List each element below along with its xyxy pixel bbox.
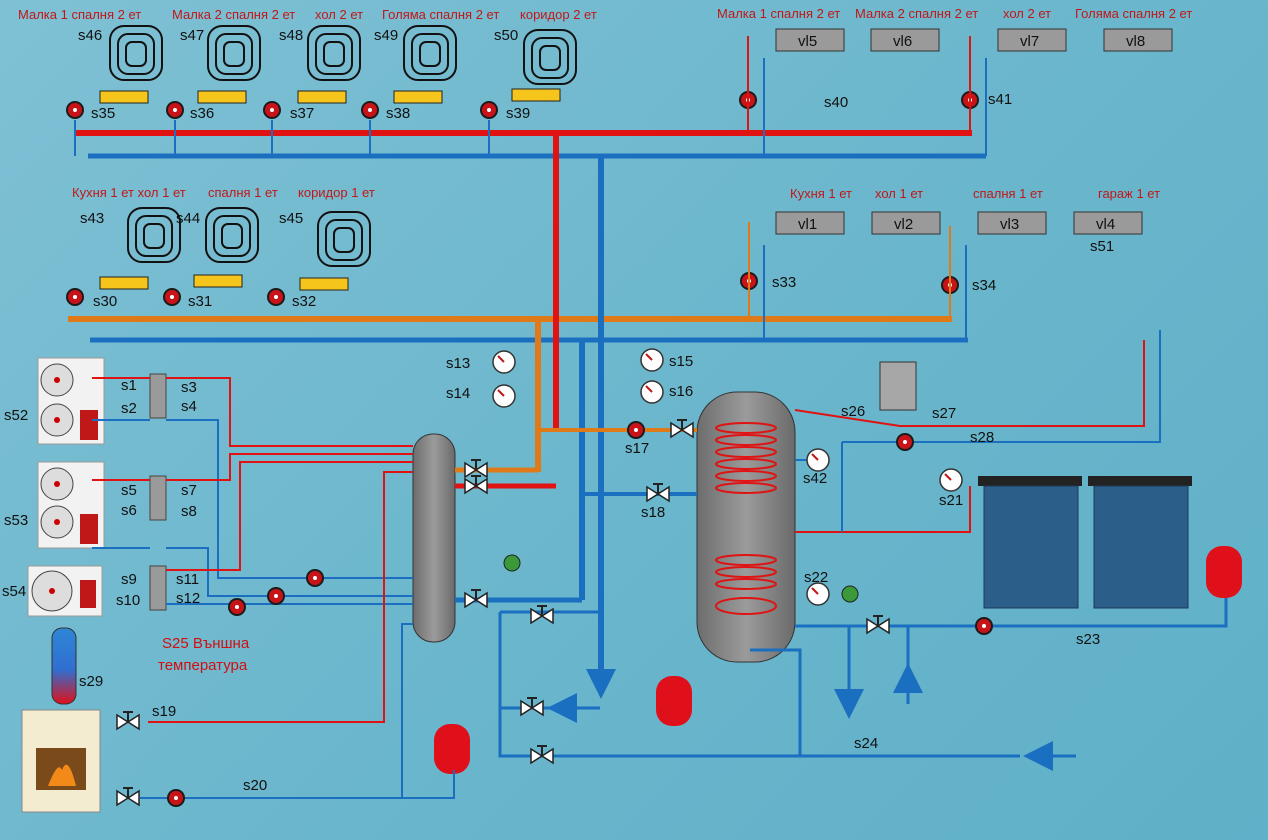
- sensor-label: s53: [4, 512, 28, 529]
- sensor-label: s43: [80, 210, 104, 227]
- sensor-label: s21: [939, 492, 963, 509]
- fancoil-label: vl6: [893, 33, 912, 50]
- sensor-label: s1: [121, 377, 137, 394]
- sensor-label: s38: [386, 105, 410, 122]
- room-label: Голяма спалня 2 ет: [382, 7, 499, 22]
- sensor-label: s47: [180, 27, 204, 44]
- fancoil-label: vl1: [798, 216, 817, 233]
- sensor-label: s22: [804, 569, 828, 586]
- sensor-label: s14: [446, 385, 470, 402]
- floor-heating-2nd: [66, 25, 577, 156]
- outdoor-temp-label: температура: [158, 657, 248, 674]
- sensor-label: s36: [190, 105, 214, 122]
- fancoil-label: vl8: [1126, 33, 1145, 50]
- fancoil-label: vl4: [1096, 216, 1115, 233]
- sensor-label: s18: [641, 504, 665, 521]
- sensor-label: s15: [669, 353, 693, 370]
- sensor-label: s10: [116, 592, 140, 609]
- flow-arrows: [547, 650, 1076, 771]
- sensor-label: s28: [970, 429, 994, 446]
- room-label: хол 2 ет: [1003, 6, 1051, 21]
- sensor-label: s52: [4, 407, 28, 424]
- fancoil-label: vl3: [1000, 216, 1019, 233]
- sensor-label: s42: [803, 470, 827, 487]
- fancoils-2nd: [739, 28, 1173, 156]
- sensor-label: s17: [625, 440, 649, 457]
- room-label: Малка 1 спалня 2 ет: [18, 7, 141, 22]
- sensor-label: s31: [188, 293, 212, 310]
- room-label: спалня 1 ет: [208, 185, 278, 200]
- sensor-label: s35: [91, 105, 115, 122]
- sensor-label: s9: [121, 571, 137, 588]
- sensor-label: s40: [824, 94, 848, 111]
- sensor-label: s5: [121, 482, 137, 499]
- sensor-label: s6: [121, 502, 137, 519]
- room-label: Кухня 1 ет: [790, 186, 852, 201]
- outdoor-temp-label: S25 Външна: [162, 635, 250, 652]
- sensor-label: s30: [93, 293, 117, 310]
- sensor-label: s23: [1076, 631, 1100, 648]
- sensor-label: s16: [669, 383, 693, 400]
- sensor-label: s2: [121, 400, 137, 417]
- sensor-label: s45: [279, 210, 303, 227]
- labels: Малка 1 спалня 2 ет Малка 2 спалня 2 ет …: [2, 6, 1192, 794]
- room-label: Малка 2 спалня 2 ет: [172, 7, 295, 22]
- solar-collectors: [978, 476, 1192, 609]
- room-label: гараж 1 ет: [1098, 186, 1160, 201]
- sensor-label: s46: [78, 27, 102, 44]
- floor-heating-1st: [66, 207, 371, 306]
- sensor-label: s41: [988, 91, 1012, 108]
- sensor-label: s37: [290, 105, 314, 122]
- sensor-label: s27: [932, 405, 956, 422]
- heat-pumps: [27, 357, 167, 617]
- sensor-label: s11: [176, 571, 199, 588]
- sensor-label: s26: [841, 403, 865, 420]
- plant-room-devices: [116, 348, 993, 807]
- sensor-label: s44: [176, 210, 200, 227]
- sensor-label: s24: [854, 735, 878, 752]
- sensor-label: s4: [181, 398, 197, 415]
- fireplace-stove: [21, 709, 101, 813]
- room-label: Голяма спалня 2 ет: [1075, 6, 1192, 21]
- sensor-label: s51: [1090, 238, 1114, 255]
- room-label: Малка 2 спалня 2 ет: [855, 6, 978, 21]
- room-label: хол 2 ет: [315, 7, 363, 22]
- fancoils-1st: [740, 211, 1143, 340]
- sensor-label: s54: [2, 583, 26, 600]
- room-label: хол 1 ет: [875, 186, 923, 201]
- sensor-label: s32: [292, 293, 316, 310]
- sensor-label: s13: [446, 355, 470, 372]
- room-label: спалня 1 ет: [973, 186, 1043, 201]
- fancoil-label: vl5: [798, 33, 817, 50]
- chimney: [51, 627, 77, 705]
- sensor-label: s48: [279, 27, 303, 44]
- room-label: коридор 1 ет: [298, 185, 375, 200]
- room-label: Кухня 1 ет хол 1 ет: [72, 185, 186, 200]
- sensor-label: s34: [972, 277, 996, 294]
- fancoil-label: vl7: [1020, 33, 1039, 50]
- sensor-label: s29: [79, 673, 103, 690]
- room-label: коридор 2 ет: [520, 7, 597, 22]
- sensor-label: s3: [181, 379, 197, 396]
- sensor-label: s19: [152, 703, 176, 720]
- sensor-label: s39: [506, 105, 530, 122]
- room-label: Малка 1 спалня 2 ет: [717, 6, 840, 21]
- sensor-label: s7: [181, 482, 197, 499]
- fancoil-label: vl2: [894, 216, 913, 233]
- sensor-label: s50: [494, 27, 518, 44]
- sensor-label: s8: [181, 503, 197, 520]
- storage-tank: [696, 391, 796, 663]
- sensor-label: s12: [176, 590, 200, 607]
- tank-coils: [715, 422, 777, 615]
- sensor-label: s49: [374, 27, 398, 44]
- sensor-label: s20: [243, 777, 267, 794]
- expansion-vessels: [434, 546, 1242, 774]
- hydraulic-separator: [412, 433, 456, 643]
- sensor-label: s33: [772, 274, 796, 291]
